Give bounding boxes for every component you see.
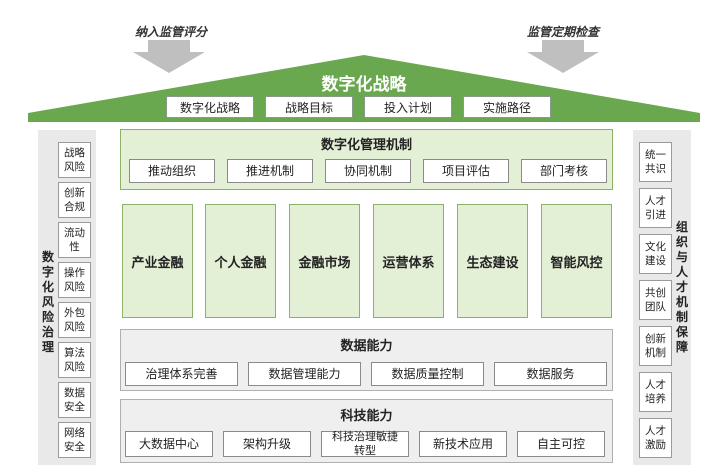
data-capability-title: 数据能力	[340, 339, 393, 354]
left-item-outsourcing-risk: 外包 风险	[58, 302, 91, 338]
tech-item-architecture-upgrade: 架构升级	[223, 431, 311, 457]
business-ecosystem: 生态建设	[457, 204, 528, 318]
right-item-co-creation-team: 共创 团队	[639, 280, 672, 320]
management-item-evaluation: 项目评估	[423, 159, 509, 183]
tech-capability-title: 科技能力	[340, 409, 393, 424]
roof-item-strategy: 数字化战略	[166, 96, 254, 118]
right-item-talent-incentive: 人才 激励	[639, 418, 672, 458]
right-panel-title: 组织与人才机制保障	[675, 220, 688, 354]
roof-item-path: 实施路径	[463, 96, 551, 118]
management-item-collaboration: 协同机制	[325, 159, 411, 183]
left-item-network-security: 网络 安全	[58, 422, 91, 458]
tech-item-self-controllable: 自主可控	[517, 431, 605, 457]
right-item-culture: 文化 建设	[639, 234, 672, 274]
business-operation-system: 运营体系	[373, 204, 444, 318]
roof-item-goal: 战略目标	[265, 96, 353, 118]
right-item-talent-introduction: 人才 引进	[639, 188, 672, 228]
business-financial-market: 金融市场	[289, 204, 360, 318]
management-item-organization: 推动组织	[129, 159, 215, 183]
business-personal-finance: 个人金融	[205, 204, 276, 318]
data-item-governance: 治理体系完善	[125, 362, 238, 386]
left-item-algorithm-risk: 算法 风险	[58, 342, 91, 378]
data-item-service: 数据服务	[494, 362, 607, 386]
data-item-management: 数据管理能力	[248, 362, 361, 386]
left-item-strategy-risk: 战略 风险	[58, 142, 91, 178]
data-item-quality: 数据质量控制	[371, 362, 484, 386]
business-smart-risk-control: 智能风控	[541, 204, 612, 318]
right-down-arrow-icon	[527, 40, 599, 73]
right-item-consensus: 统一 共识	[639, 142, 672, 182]
roof-item-investment: 投入计划	[364, 96, 452, 118]
left-item-operation-risk: 操作 风险	[58, 262, 91, 298]
tech-item-big-data-center: 大数据中心	[125, 431, 213, 457]
right-item-talent-cultivation: 人才 培养	[639, 372, 672, 412]
management-item-promotion: 推进机制	[227, 159, 313, 183]
top-label-left: 纳入监管评分	[135, 25, 208, 39]
left-panel-title: 数字化风险治理	[41, 250, 54, 354]
roof-title: 数字化战略	[321, 75, 407, 95]
left-down-arrow-icon	[133, 40, 205, 73]
left-item-innovation-compliance: 创新 合规	[58, 182, 91, 218]
left-item-data-security: 数据 安全	[58, 382, 91, 418]
left-item-liquidity: 流动 性	[58, 222, 91, 258]
management-title: 数字化管理机制	[320, 138, 412, 153]
tech-item-agile-transformation: 科技治理敏捷 转型	[321, 430, 409, 457]
right-item-innovation-mechanism: 创新 机制	[639, 326, 672, 366]
business-industrial-finance: 产业金融	[122, 204, 193, 318]
management-item-assessment: 部门考核	[521, 159, 607, 183]
top-label-right: 监管定期检查	[527, 25, 600, 39]
tech-item-new-tech: 新技术应用	[419, 431, 507, 457]
